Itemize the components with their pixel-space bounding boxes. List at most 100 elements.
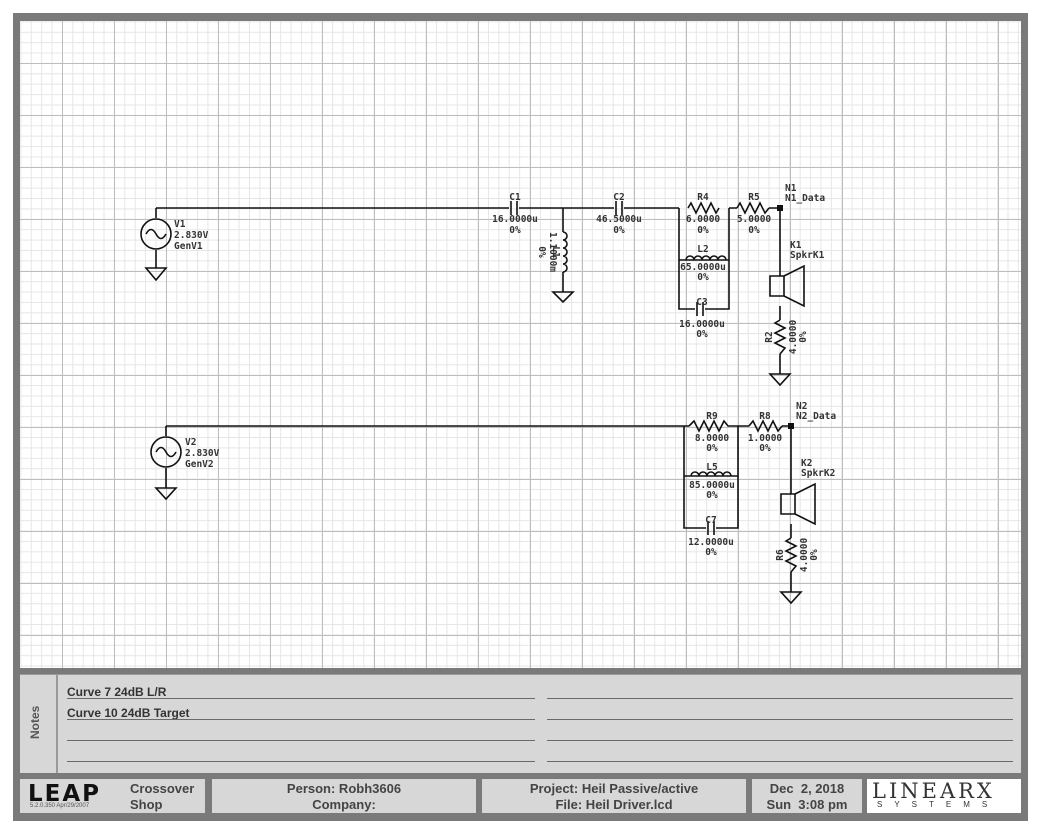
c3-value: 16.0000u [679,319,725,330]
footer-project-box: Project: Heil Passive/active File: Heil … [482,779,746,813]
c2-name: C2 [613,192,624,203]
v1-type: GenV1 [174,241,203,252]
speaker-k2 [780,482,816,526]
product-name: Crossover Shop [130,781,194,813]
project-text: Project: Heil Passive/active [529,781,699,796]
c7-tol: 0% [705,547,717,558]
schematic-grid[interactable] [20,21,1021,668]
leap-logo: LEAP [28,781,102,807]
notes-rule [67,740,535,741]
node-n2 [788,423,794,429]
r2-tol: 0% [798,331,809,343]
r4-value: 6.0000 [686,214,721,225]
capacitor-c2 [615,201,623,215]
notes-rule [67,761,535,762]
wire [155,208,564,292]
product-line-2: Shop [130,797,163,812]
notes-rule [67,698,535,699]
notes-tab: Notes [20,675,58,773]
company-text: Company: [312,797,376,812]
capacitor-c1 [510,201,518,215]
time-text: Sun 3:08 pm [766,797,848,812]
r9-value: 8.0000 [695,433,730,444]
capacitor-c7 [707,521,715,535]
k2-type: SpkrK2 [801,468,835,479]
k1-name: K1 [790,240,802,251]
c2-value: 46.5000u [596,214,642,225]
product-line-1: Crossover [130,781,195,796]
node-n1 [777,205,783,211]
c1-value: 16.0000u [492,214,538,225]
l2-value: 65.0000u [680,262,726,273]
ground-icon [779,591,803,605]
footer-logo-box: LEAP 5.2.0.350 Apr/29/2007 Crossover Sho… [20,779,205,813]
ground-icon [154,487,178,501]
capacitor-c3 [696,302,704,316]
l5-value: 85.0000u [689,480,735,491]
speaker-k1 [769,264,805,308]
r6-value: 4.0000 [799,538,810,573]
notes-line-2[interactable]: Curve 10 24dB Target [67,706,190,720]
file-text: File: Heil Driver.lcd [555,797,673,812]
l5-tol: 0% [706,490,718,501]
r4-name: R4 [697,192,709,203]
r2-name: R2 [764,331,775,342]
linearx-systems: SYSTEMS [877,800,1000,809]
notes-rule [67,719,535,720]
notes-line-1[interactable]: Curve 7 24dB L/R [67,685,167,699]
r5-name: R5 [748,192,760,203]
r8-name: R8 [759,411,771,422]
notes-title: Notes [28,705,42,739]
v2-value: 2.830V [185,448,220,459]
c3-name: C3 [696,297,708,308]
resistor-r9 [688,419,738,433]
resistor-r4 [687,201,720,215]
inductor-l2 [685,255,727,261]
r5-tol: 0% [748,225,760,236]
c3-tol: 0% [696,329,708,340]
l2-name: L2 [697,244,708,255]
resistor-r5 [736,201,770,215]
c2-tol: 0% [613,225,625,236]
k1-type: SpkrK1 [790,250,825,261]
k2-name: K2 [801,458,812,469]
n2-name: N2 [796,401,807,412]
footer-person-box: Person: Robh3606 Company: [212,779,476,813]
source-v2 [150,436,182,468]
notes-panel: Notes Curve 7 24dB L/R Curve 10 24dB Tar… [20,674,1021,773]
v2-name: V2 [185,437,196,448]
c1-name: C1 [509,192,521,203]
source-v1 [140,218,172,250]
notes-rule [547,740,1013,741]
n1-name: N1 [785,183,797,194]
r6-name: R6 [775,549,786,561]
r9-tol: 0% [706,443,718,454]
ground-icon [144,267,168,282]
resistor-r6 [784,537,798,573]
resistor-r8 [748,419,783,433]
c7-name: C7 [705,515,716,526]
ground-icon [768,373,792,387]
v2-type: GenV2 [185,459,214,470]
v1-name: V1 [174,219,186,230]
l1-tol: 0% [536,246,547,258]
l1-name: L1 [550,246,561,258]
v1-value: 2.830V [174,230,209,241]
notes-rule [547,719,1013,720]
r4-tol: 0% [697,225,709,236]
wire [156,207,781,374]
l2-tol: 0% [697,272,709,283]
n1-data: N1_Data [785,193,825,204]
ground-icon [551,291,575,304]
inductor-l5 [690,471,732,477]
r6-tol: 0% [809,549,820,561]
r5-value: 5.0000 [737,214,772,225]
r9-name: R9 [706,411,718,422]
r2-value: 4.0000 [788,320,799,355]
version-text: 5.2.0.350 Apr/29/2007 [30,803,90,809]
person-text: Person: Robh3606 [286,781,402,796]
r8-tol: 0% [759,443,771,454]
linearx-logo-box: LINEARX SYSTEMS [867,779,1021,813]
linearx-logo: LINEARX [872,779,995,803]
